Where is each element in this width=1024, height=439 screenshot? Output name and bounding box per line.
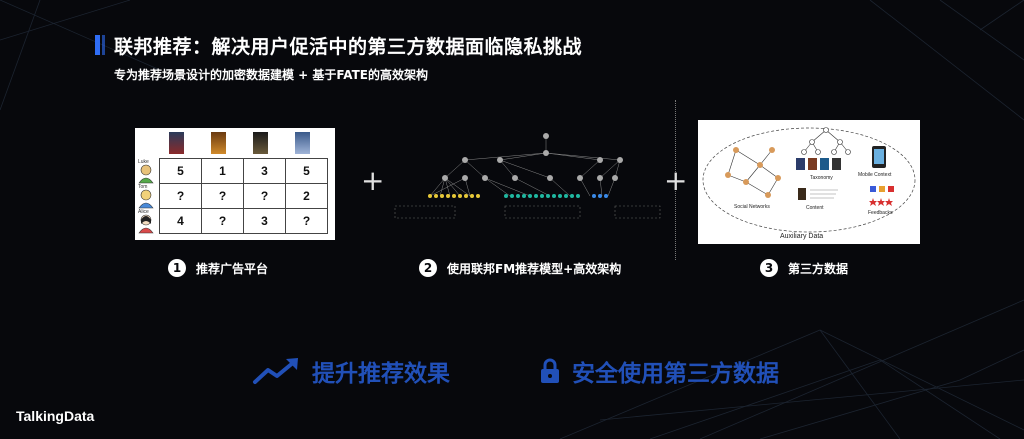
movie-poster-1 [169,132,184,154]
title-accent-bar [95,35,100,55]
user-name-tom: Tom [138,184,148,190]
page-subtitle: 专为推荐场景设计的加密数据建模 + 基于FATE的高效架构 [114,68,428,82]
table-row: ? ? ? 2 [159,183,328,209]
benefit-secure-third-party-data: 安全使用第三方数据 [540,356,779,387]
step-label: 推荐广告平台 [196,261,269,276]
matrix-cell: ? [201,183,244,209]
benefit-label: 安全使用第三方数据 [572,361,779,387]
matrix-cell: 5 [285,158,328,184]
user-avatar-icon [138,189,154,209]
matrix-cell: 5 [159,158,202,184]
matrix-cell: 3 [243,158,286,184]
step-3: 3 第三方数据 [760,258,848,278]
label-content: Content [806,205,824,211]
matrix-cell: ? [159,183,202,209]
user-avatar-icon [138,164,154,184]
matrix-cell: ? [243,183,286,209]
matrix-cell: 4 [159,208,202,234]
auxiliary-data-panel: Taxonomy Mobile Context Social Networks … [698,120,920,244]
table-row: 4 ? 3 ? [159,208,328,234]
lock-icon [541,358,559,383]
matrix-cell: ? [201,208,244,234]
table-row: 5 1 3 5 [159,158,328,184]
step-1: 1 推荐广告平台 [168,258,268,278]
title-accent-bar-secondary [102,35,105,55]
auxiliary-data-diagram [702,127,916,233]
auxiliary-data-caption: Auxiliary Data [780,233,824,240]
label-feedbacks: Feedbacks [868,210,893,216]
user-avatar-icon [138,214,154,234]
label-mobile-context: Mobile Context [858,172,892,178]
movie-poster-4 [295,132,310,154]
matrix-cell: ? [285,208,328,234]
plus-sign: + [361,164,385,197]
user-name-luke: Luke [138,159,149,165]
label-social-networks: Social Networks [734,204,770,210]
page-title: 联邦推荐：解决用户促活中的第三方数据面临隐私挑战 [114,36,583,58]
matrix-cell: 2 [285,183,328,209]
matrix-cell: 3 [243,208,286,234]
step-number-badge: 1 [168,259,186,277]
rating-matrix-panel: Luke Tom Alice 5 1 3 5 ? ? ? 2 4 ? 3 ? [135,128,335,240]
step-2: 2 使用联邦FM推荐模型+高效架构 [419,258,621,278]
label-taxonomy: Taxonomy [810,175,833,181]
matrix-cell: 1 [201,158,244,184]
step-label: 使用联邦FM推荐模型+高效架构 [447,261,622,276]
plus-sign: + [664,164,688,197]
fm-model-network-diagram [394,133,661,219]
benefit-improve-recommendation: 提升推荐效果 [252,356,450,387]
user-name-alice: Alice [138,209,149,215]
step-number-badge: 2 [419,259,437,277]
step-number-badge: 3 [760,259,778,277]
section-divider [675,100,676,260]
trend-up-icon [253,358,298,384]
movie-poster-2 [211,132,226,154]
movie-poster-3 [253,132,268,154]
brand-logo: TalkingData [16,408,95,424]
rating-matrix-table: 5 1 3 5 ? ? ? 2 4 ? 3 ? [159,158,328,234]
benefit-label: 提升推荐效果 [312,361,450,387]
step-label: 第三方数据 [788,261,849,276]
